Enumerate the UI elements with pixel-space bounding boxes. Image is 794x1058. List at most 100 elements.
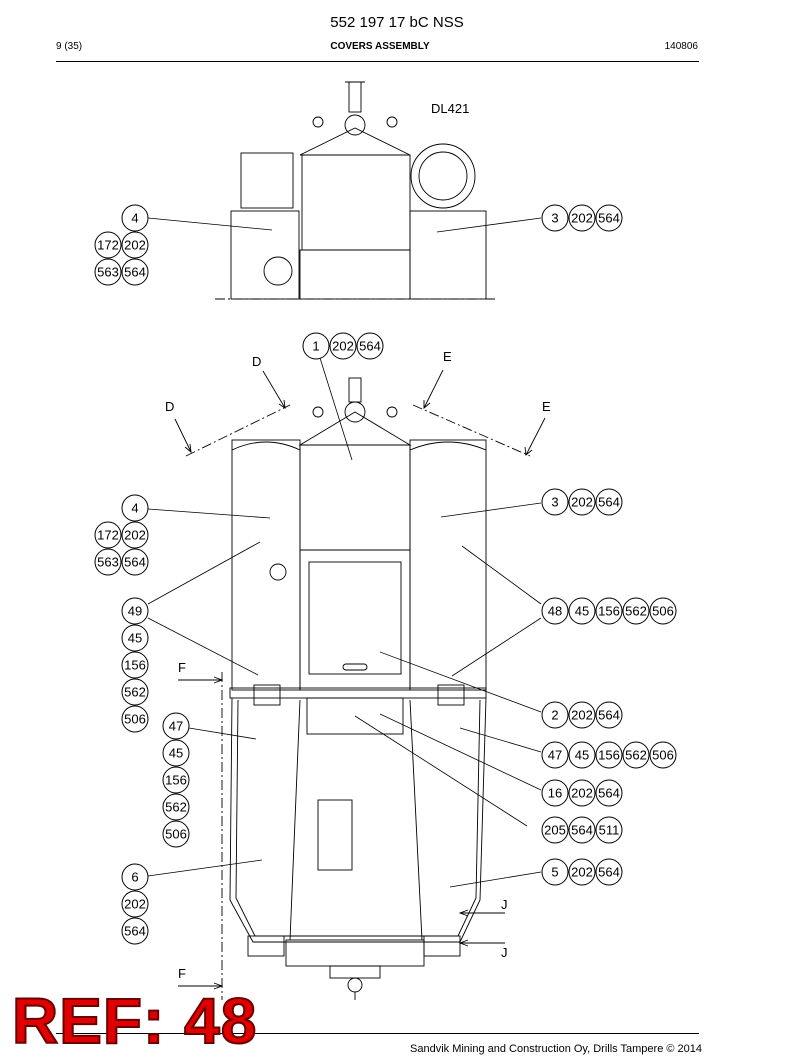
callout-mv-1: 1 202 564 <box>302 332 384 360</box>
callout-tv-left-3: 563 564 <box>94 258 149 286</box>
callout-mv-47lc: 156 <box>162 766 190 794</box>
callout-mv-205: 205 564 511 <box>541 816 623 844</box>
balloon-number: 511 <box>599 823 620 838</box>
balloon-number: 16 <box>548 786 562 801</box>
document-number: 552 197 17 bC NSS <box>330 14 464 31</box>
model-label: DL421 <box>431 101 469 116</box>
balloon-number: 205 <box>544 823 566 838</box>
balloon-number: 506 <box>165 827 187 842</box>
balloon-number: 506 <box>652 748 674 763</box>
balloon-number: 49 <box>128 604 142 619</box>
balloon-number: 562 <box>625 748 647 763</box>
balloon-number: 562 <box>625 604 647 619</box>
balloon-number: 156 <box>598 748 620 763</box>
footer-divider <box>56 1033 699 1034</box>
callout-mv-6: 6 <box>121 863 149 891</box>
main-view-drawing <box>174 369 546 1000</box>
balloon-number: 156 <box>165 773 187 788</box>
ref-watermark: REF: 48 <box>11 984 258 1058</box>
callout-tv-left-2: 172 202 <box>94 231 149 259</box>
balloon-number: 202 <box>124 897 146 912</box>
balloon-number: 48 <box>548 604 562 619</box>
balloon-number: 45 <box>575 748 589 763</box>
balloon-number: 202 <box>332 339 354 354</box>
balloon-number: 563 <box>97 555 119 570</box>
balloon-number: 6 <box>131 870 138 885</box>
view-label-e: E <box>542 399 551 414</box>
callout-mv-3: 3 202 564 <box>541 488 623 516</box>
balloon-number: 564 <box>598 211 620 226</box>
footer-copyright: Sandvik Mining and Construction Oy, Dril… <box>410 1043 702 1055</box>
balloon-number: 4 <box>131 211 138 226</box>
page-indicator: 9 (35) <box>56 41 83 52</box>
callout-mv-47le: 506 <box>162 820 190 848</box>
balloon-number: 3 <box>551 495 558 510</box>
balloon-number: 564 <box>598 865 620 880</box>
callout-mv-5: 5 202 564 <box>541 858 623 886</box>
callout-mv-47lb: 45 <box>162 739 190 767</box>
balloon-number: 45 <box>169 746 183 761</box>
callout-mv-49: 49 <box>121 597 149 625</box>
top-view-drawing <box>215 81 495 300</box>
callout-mv-4c: 563 564 <box>94 548 149 576</box>
leader-lines <box>147 217 542 888</box>
balloon-number: 172 <box>97 238 119 253</box>
balloon-number: 47 <box>548 748 562 763</box>
balloon-number: 202 <box>124 528 146 543</box>
callout-mv-6c: 564 <box>121 917 149 945</box>
view-label-j: J <box>501 945 508 960</box>
balloon-number: 202 <box>124 238 146 253</box>
balloon-number: 564 <box>124 265 146 280</box>
balloon-number: 5 <box>551 865 558 880</box>
balloon-number: 506 <box>124 712 146 727</box>
balloon-number: 45 <box>575 604 589 619</box>
callout-mv-47l: 47 <box>162 712 190 740</box>
callout-mv-47ld: 562 <box>162 793 190 821</box>
balloon-number: 202 <box>571 495 593 510</box>
balloon-number: 564 <box>124 555 146 570</box>
callout-tv-left-main: 4 <box>121 204 149 232</box>
balloon-number: 564 <box>598 708 620 723</box>
balloon-number: 202 <box>571 865 593 880</box>
balloon-number: 562 <box>124 685 146 700</box>
header-divider <box>56 61 699 62</box>
balloon-number: 563 <box>97 265 119 280</box>
balloon-number: 4 <box>131 501 138 516</box>
balloon-number: 2 <box>551 708 558 723</box>
balloon-number: 202 <box>571 211 593 226</box>
balloon-number: 202 <box>571 786 593 801</box>
balloon-number: 564 <box>359 339 381 354</box>
callout-mv-47r: 47 45 156 562 506 <box>541 741 677 769</box>
view-label-d: D <box>165 399 174 414</box>
section-title: COVERS ASSEMBLY <box>330 41 430 52</box>
balloon-number: 564 <box>124 924 146 939</box>
balloon-callouts: 4 172 202 563 564 3 202 564 1 202 564 4 … <box>94 204 677 945</box>
view-label-f: F <box>178 966 186 981</box>
balloon-number: 172 <box>97 528 119 543</box>
balloon-number: 564 <box>571 823 593 838</box>
callout-mv-49b: 45 <box>121 624 149 652</box>
balloon-number: 564 <box>598 495 620 510</box>
view-label-d: D <box>252 354 261 369</box>
balloon-number: 564 <box>598 786 620 801</box>
balloon-number: 156 <box>124 658 146 673</box>
date-code: 140806 <box>664 41 698 52</box>
callout-mv-49c: 156 <box>121 651 149 679</box>
callout-mv-2: 2 202 564 <box>541 701 623 729</box>
view-label-e: E <box>443 349 452 364</box>
callout-mv-49e: 506 <box>121 705 149 733</box>
callout-mv-4: 4 <box>121 494 149 522</box>
balloon-number: 1 <box>312 339 319 354</box>
balloon-number: 506 <box>652 604 674 619</box>
view-label-j: J <box>501 897 508 912</box>
balloon-number: 3 <box>551 211 558 226</box>
balloon-number: 562 <box>165 800 187 815</box>
callout-tv-right: 3 202 564 <box>541 204 623 232</box>
balloon-number: 45 <box>128 631 142 646</box>
balloon-number: 156 <box>598 604 620 619</box>
callout-mv-4b: 172 202 <box>94 521 149 549</box>
balloon-number: 202 <box>571 708 593 723</box>
balloon-number: 47 <box>169 719 183 734</box>
callout-mv-49d: 562 <box>121 678 149 706</box>
